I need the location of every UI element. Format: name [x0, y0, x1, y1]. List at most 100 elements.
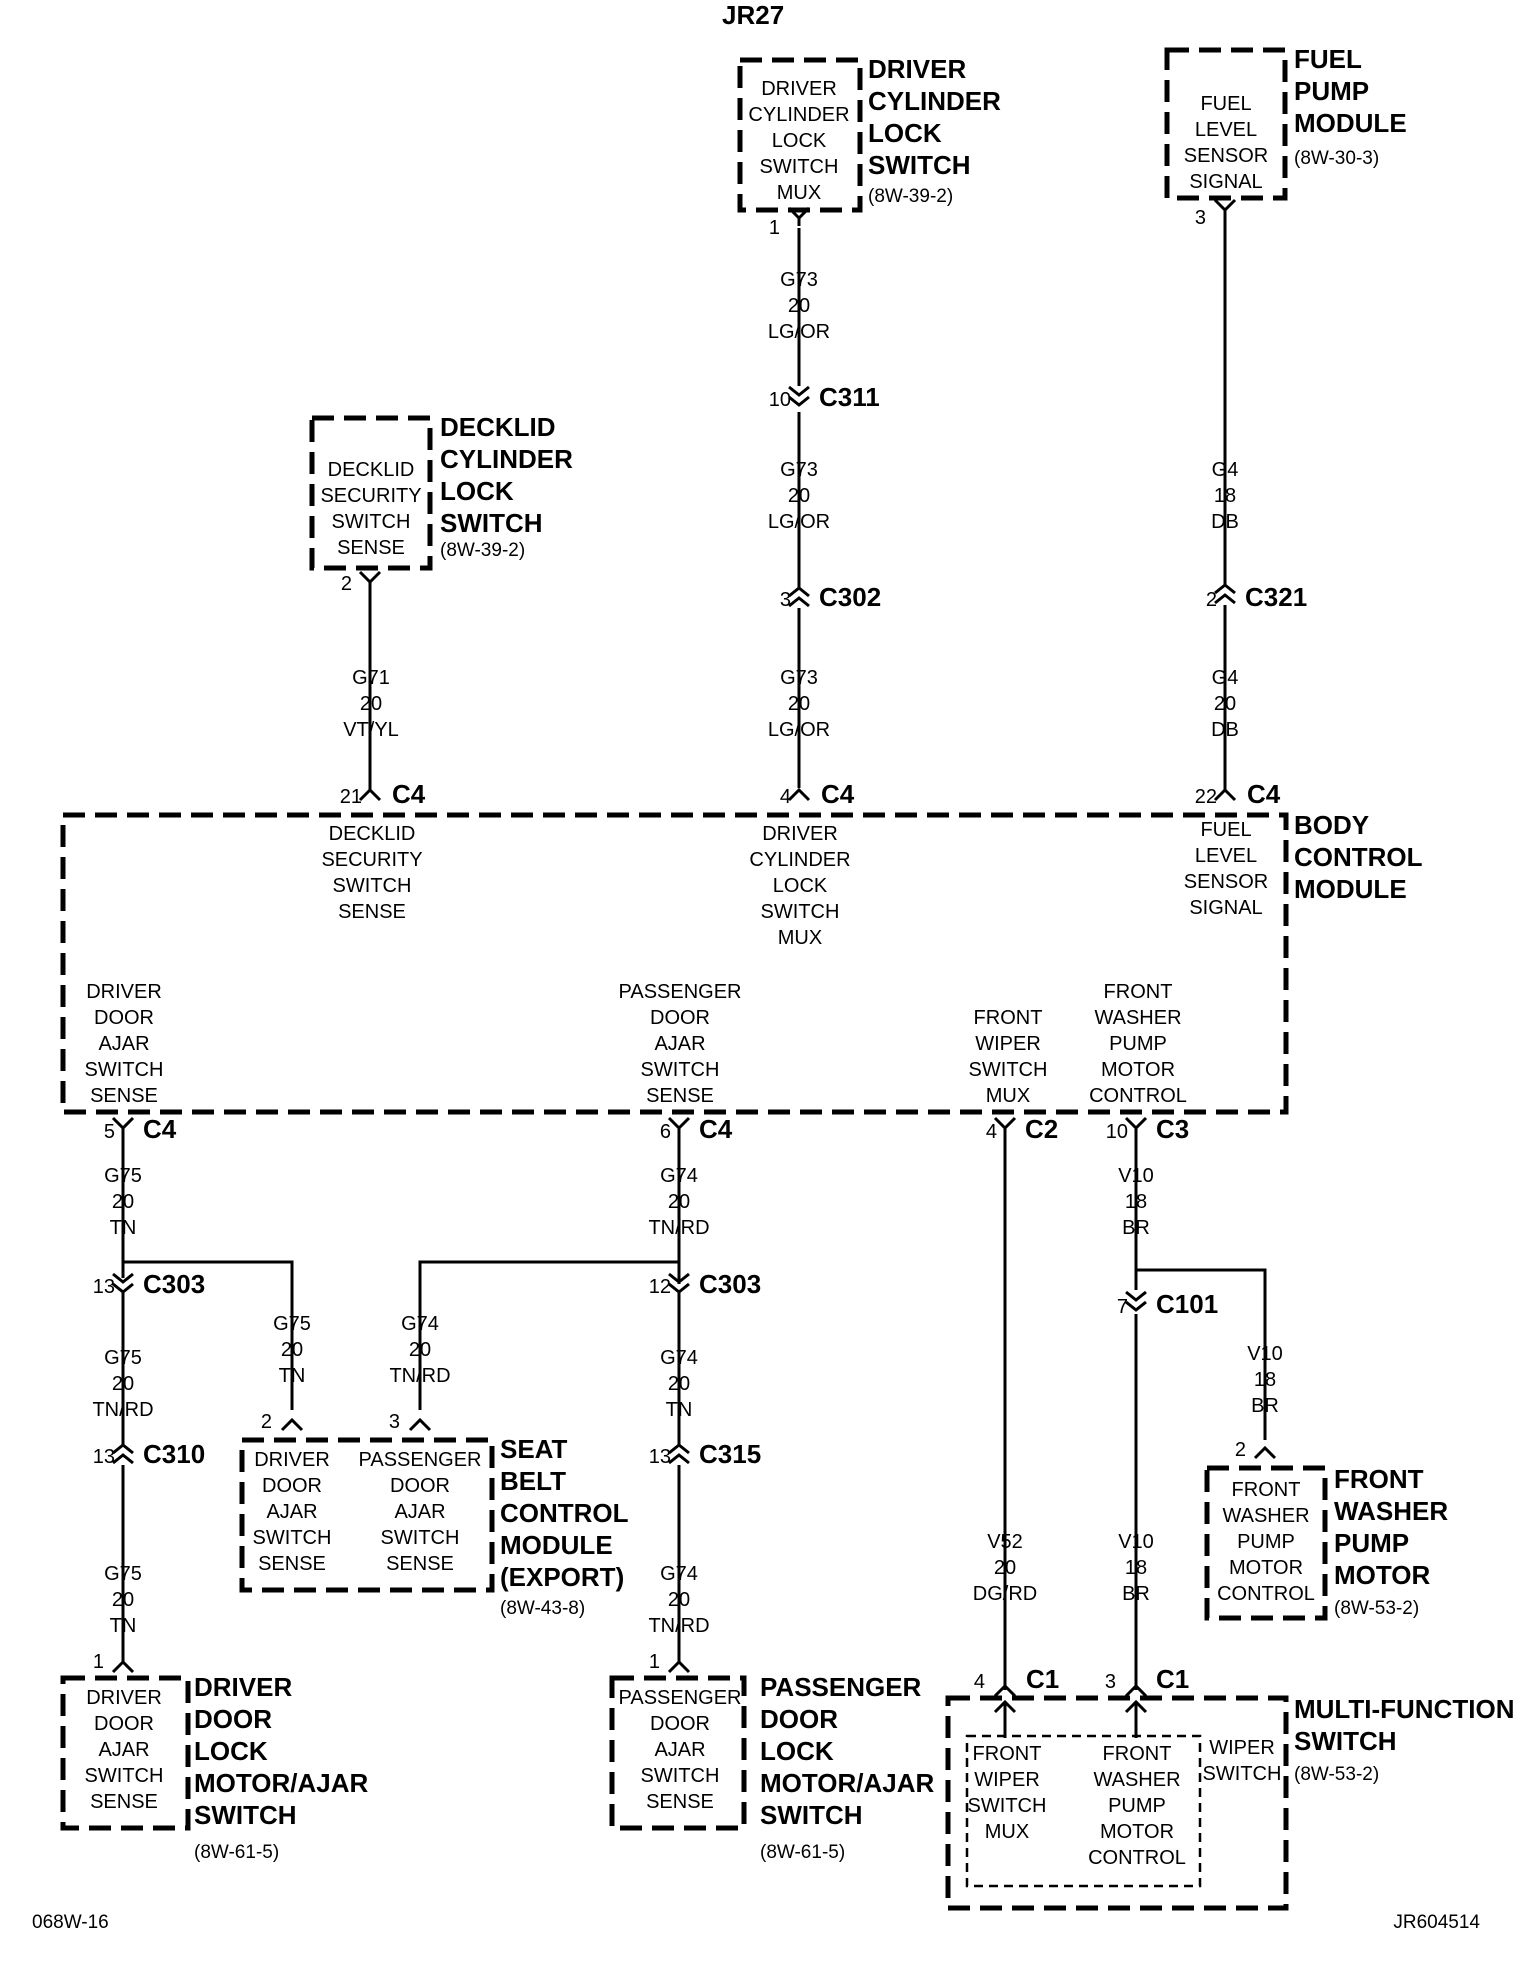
bcm-pin-label: DECKLID: [329, 823, 416, 845]
module-ref: (8W-53-2): [1334, 1598, 1419, 1619]
bcm-pin-label: SECURITY: [321, 849, 422, 871]
module-inner-label: DECKLID: [328, 459, 415, 481]
wire-label: G4: [1212, 459, 1239, 481]
bcm-pin-label: DOOR: [650, 1007, 710, 1029]
wire-label: G74: [660, 1165, 698, 1187]
connector-pin: 4: [986, 1121, 997, 1143]
connector-name: C311: [819, 382, 880, 412]
door-pin: [111, 1659, 135, 1674]
module-inner-label: DOOR: [262, 1475, 322, 1497]
connector-name: C321: [1245, 582, 1307, 612]
module-name: CONTROL: [1294, 842, 1423, 872]
wire-label: V10: [1247, 1343, 1283, 1365]
footer-id: 068W-16: [32, 1912, 109, 1933]
bcm-pin: [993, 1116, 1017, 1136]
wire-label: 20: [994, 1557, 1016, 1579]
connector-pin: 3: [780, 589, 791, 611]
bcm-pin-label: MOTOR: [1101, 1059, 1175, 1081]
wire-label: G75: [104, 1563, 142, 1585]
wire-label: G75: [273, 1313, 311, 1335]
connector-pin: 4: [780, 786, 791, 808]
module-inner-label: PUMP: [1108, 1795, 1166, 1817]
wire-label: 18: [1125, 1557, 1147, 1579]
c315-symbol: [668, 1443, 690, 1465]
decklid-switch-box: [309, 415, 433, 571]
diagram-title: JR27: [722, 0, 784, 30]
module-inner-label: SENSOR: [1184, 145, 1268, 167]
bcm-pin-label: CYLINDER: [749, 849, 850, 871]
wire-label: G74: [660, 1563, 698, 1585]
mfs-pin-arrow: [993, 1699, 1017, 1738]
connector-name: C4: [143, 1114, 177, 1144]
bcm-pin-label: SWITCH: [641, 1059, 720, 1081]
bcm-pin-label: SENSE: [90, 1085, 158, 1107]
module-inner-label: SWITCH: [760, 156, 839, 178]
bcm-pin-label: CONTROL: [1089, 1085, 1187, 1107]
wire-label: TN/RD: [92, 1399, 153, 1421]
connector-name: C4: [392, 779, 426, 809]
module-inner-label: FRONT: [1103, 1743, 1172, 1765]
wire-label: DB: [1211, 511, 1239, 533]
module-name: WASHER: [1334, 1496, 1448, 1526]
component-boxes: [60, 47, 1328, 1911]
wire-label: VT/YL: [343, 719, 399, 741]
bcm-pin-label: SENSE: [646, 1085, 714, 1107]
module-inner-label: SWITCH: [332, 511, 411, 533]
wire-label: 20: [1214, 693, 1236, 715]
connector-name: C1: [1156, 1664, 1189, 1694]
pin-number: 2: [1235, 1439, 1246, 1461]
c310-symbol: [112, 1443, 134, 1465]
module-name: SWITCH: [868, 150, 971, 180]
c101-symbol: [1125, 1290, 1147, 1312]
module-name: CYLINDER: [868, 86, 1001, 116]
pin-number: 2: [261, 1411, 272, 1433]
body-control-module-box: [60, 812, 1289, 1115]
seat-belt-pin: [280, 1417, 304, 1432]
module-ref: (8W-39-2): [868, 186, 953, 207]
bcm-pin-label: AJAR: [98, 1033, 149, 1055]
wire-label: LG/OR: [768, 511, 830, 533]
bcm-pin-label: PASSENGER: [619, 981, 742, 1003]
mfs-inner-box: [965, 1734, 1202, 1888]
module-name: LOCK: [440, 476, 514, 506]
module-name: CYLINDER: [440, 444, 573, 474]
wire-label: BR: [1251, 1395, 1279, 1417]
module-name: BELT: [500, 1466, 566, 1496]
wire-label: 20: [668, 1589, 690, 1611]
wire-label: 20: [409, 1339, 431, 1361]
wire-label: G74: [660, 1347, 698, 1369]
wire-label: 18: [1254, 1369, 1276, 1391]
module-inner-label: AJAR: [654, 1739, 705, 1761]
mfs-pin-arrow: [1124, 1699, 1148, 1738]
bcm-pin-label: SWITCH: [969, 1059, 1048, 1081]
bcm-pin-label: FRONT: [1104, 981, 1173, 1003]
bcm-pin-label: SENSOR: [1184, 871, 1268, 893]
bcm-pin: [1213, 787, 1237, 802]
connector-pin: 10: [1106, 1121, 1128, 1143]
bcm-pin: [358, 787, 382, 802]
module-name: MODULE: [1294, 108, 1407, 138]
pin-number: 1: [649, 1651, 660, 1673]
bcm-pin: [787, 787, 811, 802]
wire-label: BR: [1122, 1217, 1150, 1239]
bcm-pin-label: SIGNAL: [1189, 897, 1262, 919]
module-name: LOCK: [194, 1736, 268, 1766]
c321-symbol: [1214, 583, 1236, 605]
connector-pin: 6: [660, 1121, 671, 1143]
connector-name: C302: [819, 582, 881, 612]
door-pin: [667, 1659, 691, 1674]
bcm-pin-label: WASHER: [1094, 1007, 1181, 1029]
module-inner-label: FRONT: [1232, 1479, 1301, 1501]
module-inner-label: DOOR: [94, 1713, 154, 1735]
passenger-door-switch-box: [609, 1675, 747, 1831]
c303-symbol: [112, 1272, 134, 1294]
bcm-pin-label: DRIVER: [762, 823, 838, 845]
module-name: MOTOR: [1334, 1560, 1431, 1590]
bcm-pin-label: SWITCH: [333, 875, 412, 897]
module-inner-label: CYLINDER: [748, 104, 849, 126]
wire-label: 20: [112, 1373, 134, 1395]
module-inner-label: LOCK: [772, 130, 827, 152]
wire-label: TN: [279, 1365, 306, 1387]
module-ref: (8W-30-3): [1294, 148, 1379, 169]
module-name: DRIVER: [868, 54, 966, 84]
